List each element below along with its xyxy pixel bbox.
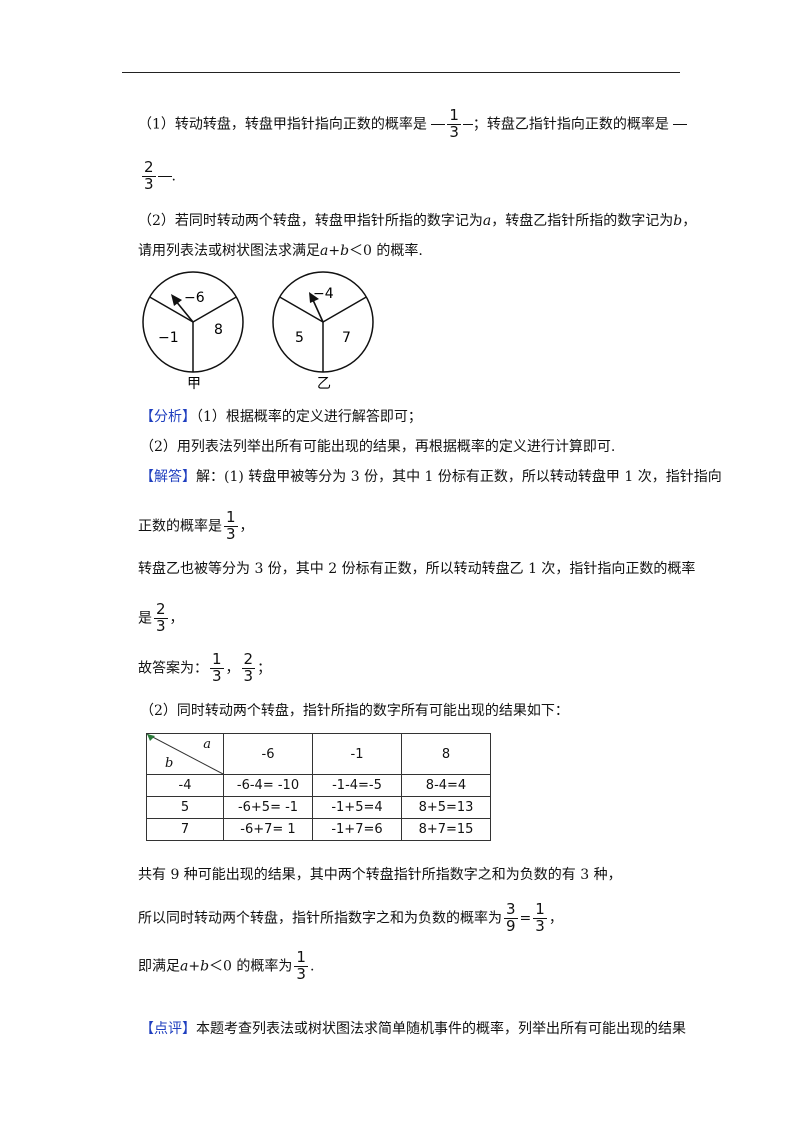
pointer <box>312 299 324 323</box>
table-cell: -1+5=4 <box>312 796 402 819</box>
results-table: a b -6 -1 8 -4 -6-4= -10 -1-4=-5 8-4=4 5… <box>146 733 491 841</box>
solution-tag: 【解答】 <box>140 469 196 485</box>
table-row: 7 -6+7= 1 -1+7=6 8+7=15 <box>146 818 491 841</box>
spinner-jia: −6 −1 8 甲 <box>142 271 244 392</box>
header-rule <box>122 72 680 73</box>
table-row: -4 -6-4= -10 -1-4=-5 8-4=4 <box>146 774 491 797</box>
blank <box>673 123 688 125</box>
spinner-yi-left: 5 <box>295 330 304 346</box>
table-corner-cell: a b <box>146 733 224 775</box>
question-2-line-1: （2）若同时转动两个转盘，转盘甲指针所指的数字记为a，转盘乙指针所指的数字记为b… <box>138 213 697 229</box>
spinner-yi-label: 乙 <box>317 376 331 392</box>
spinner-jia-left: −1 <box>158 330 179 346</box>
table-row-head: 7 <box>146 818 224 841</box>
table-cell: -6+7= 1 <box>223 818 313 841</box>
table-header: -1 <box>312 733 402 775</box>
var-b: b <box>673 213 683 229</box>
solution-line-6: （2）同时转动两个转盘，指针所指的数字所有可能出现的结果如下： <box>140 703 569 719</box>
spinner-jia-label: 甲 <box>187 376 201 392</box>
analysis-line-2: （2）用列表法列举出所有可能出现的结果，再根据概率的定义进行计算即可. <box>140 439 616 455</box>
analysis-tag: 【分析】 <box>140 409 196 425</box>
spinner-yi: −4 5 7 乙 <box>272 271 374 392</box>
table-row-head: -4 <box>146 774 224 797</box>
table-header-row: a b -6 -1 8 <box>146 733 491 775</box>
q1-text-2: ；转盘乙指针指向正数的概率是 <box>472 116 669 133</box>
table-cell: -6+5= -1 <box>223 796 313 819</box>
solution-line-7: 共有 9 种可能出现的结果，其中两个转盘指针所指数字之和为负数的有 3 种， <box>138 867 622 883</box>
solution-line-3: 转盘乙也被等分为 3 份，其中 2 份标有正数，所以转动转盘乙 1 次，指针指向… <box>138 561 696 577</box>
table-cell: -6-4= -10 <box>223 774 313 797</box>
table-cell: 8+5=13 <box>401 796 491 819</box>
corner-a: a <box>203 737 211 752</box>
blank <box>157 175 172 177</box>
solution-line-1: 【解答】解：(1) 转盘甲被等分为 3 份，其中 1 份标有正数，所以转动转盘甲… <box>140 469 722 485</box>
corner-b: b <box>165 756 174 771</box>
blank <box>462 123 473 125</box>
spinner-jia-right: 8 <box>214 322 223 338</box>
table-header: 8 <box>401 733 491 775</box>
pointer <box>174 299 194 323</box>
spinner-jia-top: −6 <box>184 290 205 306</box>
arrow-icon <box>171 294 182 306</box>
table-cell: -1-4=-5 <box>312 774 402 797</box>
comment-tag: 【点评】 <box>140 1021 196 1037</box>
comment-line: 【点评】本题考查列表法或树状图法求简单随机事件的概率，列举出所有可能出现的结果 <box>140 1021 686 1037</box>
spinner-yi-top: −4 <box>313 286 334 302</box>
table-cell: 8-4=4 <box>401 774 491 797</box>
arrow-icon <box>309 292 319 303</box>
q1-text: （1）转动转盘，转盘甲指针指向正数的概率是 <box>138 116 427 133</box>
table-cell: 8+7=15 <box>401 818 491 841</box>
question-2-line-2: 请用列表法或树状图法求满足a+b＜0 的概率. <box>138 243 423 259</box>
var-a: a <box>482 213 492 229</box>
spinners-figure: −6 −1 8 甲 −4 5 7 乙 <box>142 271 374 392</box>
table-header: -6 <box>223 733 313 775</box>
table-cell: -1+7=6 <box>312 818 402 841</box>
table-row-head: 5 <box>146 796 224 819</box>
analysis-line-1: 【分析】（1）根据概率的定义进行解答即可； <box>140 409 422 425</box>
spinner-yi-right: 7 <box>342 330 351 346</box>
blank <box>431 123 446 125</box>
table-row: 5 -6+5= -1 -1+5=4 8+5=13 <box>146 796 491 819</box>
